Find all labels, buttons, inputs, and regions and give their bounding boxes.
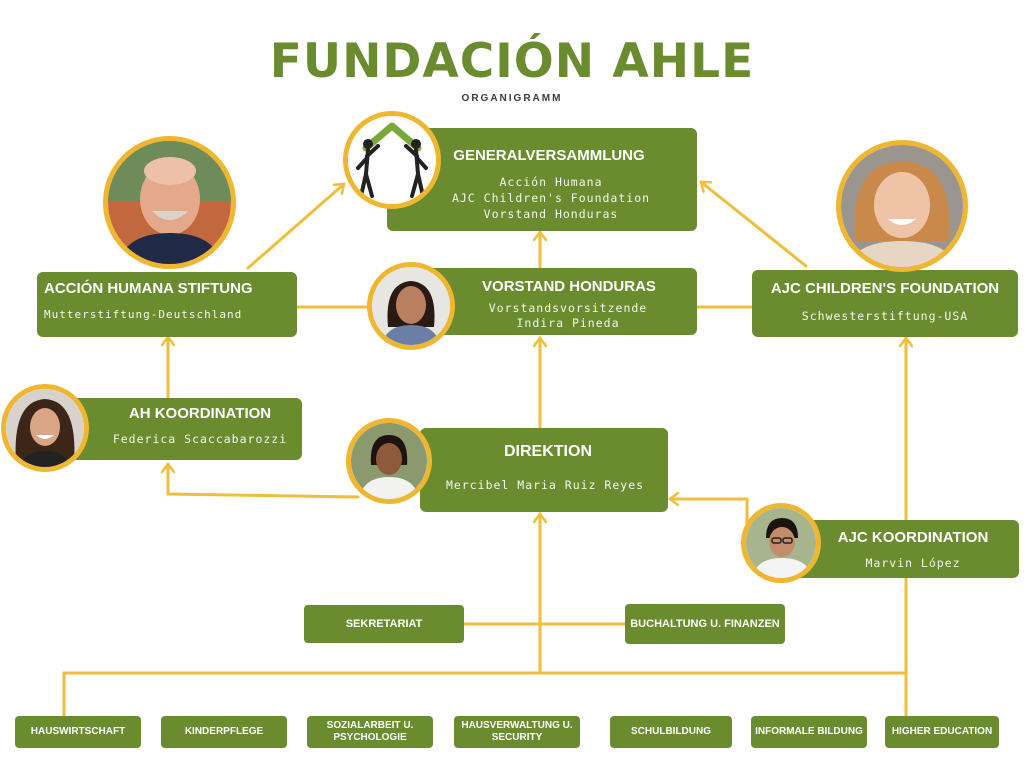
edge-accion-generalversammlung — [246, 182, 344, 270]
node-ah-koord-line-1: Federica Scaccabarozzi — [112, 432, 288, 446]
department-hausverwaltung: HAUSVERWALTUNG U. SECURITY — [454, 716, 580, 748]
node-ah-koord-title: AH KOORDINATION — [128, 405, 272, 422]
ajc-portrait — [836, 140, 968, 272]
node-generalversammlung-title: GENERALVERSAMMLUNG — [453, 147, 645, 164]
node-vorstand-line-1: Vorstandsvorsitzende — [488, 301, 648, 315]
node-ajc-line-1: Schwesterstiftung-USA — [801, 309, 969, 323]
node-accion-title: ACCIÓN HUMANA STIFTUNG — [44, 280, 253, 297]
edge-ajc-generalversammlung — [701, 180, 808, 268]
department-kinderpflege: KINDERPFLEGE — [161, 716, 287, 748]
department-sozialarbeit: SOZIALARBEIT U. PSYCHOLOGIE — [307, 716, 433, 748]
department-informale-bildung: INFORMALE BILDUNG — [751, 716, 867, 748]
node-direktion-title: DIREKTION — [504, 443, 592, 460]
node-vorstand-title: VORSTAND HONDURAS — [482, 278, 656, 295]
node-accion-line-1: Mutterstiftung-Deutschland — [44, 308, 243, 321]
node-ajc-childrens-foundation: AJC CHILDREN'S FOUNDATION Schwesterstift… — [752, 270, 1018, 337]
node-accion-humana-stiftung: ACCIÓN HUMANA STIFTUNG Mutterstiftung-De… — [37, 272, 297, 337]
node-ajc-koord-line-1: Marvin López — [865, 556, 961, 570]
node-vorstand-honduras: VORSTAND HONDURAS Vorstandsvorsitzende I… — [423, 268, 697, 335]
edge-ajckoord-direktion — [670, 499, 749, 527]
ajc-koordination-portrait — [741, 503, 821, 583]
department-higher-education: HIGHER EDUCATION — [885, 716, 999, 748]
department-schulbildung: SCHULBILDUNG — [610, 716, 732, 748]
node-vorstand-line-2: Indira Pineda — [516, 316, 620, 330]
node-direktion-line-1: Mercibel Maria Ruiz Reyes — [445, 478, 645, 492]
node-ah-koordination: AH KOORDINATION Federica Scaccabarozzi — [52, 398, 302, 460]
node-sekretariat: SEKRETARIAT — [304, 605, 464, 643]
direktion-portrait — [346, 418, 432, 504]
ah-koordination-portrait — [1, 384, 89, 472]
node-ajc-koord-title: AJC KOORDINATION — [837, 529, 989, 546]
chart-title: FUNDACIÓN AHLE — [269, 34, 755, 89]
node-buchhaltung-finanzen: BUCHALTUNG U. FINANZEN — [625, 604, 785, 644]
node-ajc-title: AJC CHILDREN'S FOUNDATION — [770, 280, 1000, 297]
vorstand-portrait — [367, 262, 455, 350]
edge-direktion-ahkoord — [168, 464, 360, 499]
department-hauswirtschaft: HAUSWIRTSCHAFT — [15, 716, 141, 748]
node-direktion: DIREKTION Mercibel Maria Ruiz Reyes — [420, 428, 668, 512]
node-generalversammlung-line-2: AJC Children's Foundation — [451, 191, 651, 205]
node-generalversammlung-line-1: Acción Humana — [499, 175, 603, 189]
chart-subtitle: ORGANIGRAMM — [461, 93, 563, 104]
node-generalversammlung-line-3: Vorstand Honduras — [483, 207, 619, 221]
accion-portrait — [103, 136, 236, 269]
house-people-logo-icon — [343, 111, 441, 209]
